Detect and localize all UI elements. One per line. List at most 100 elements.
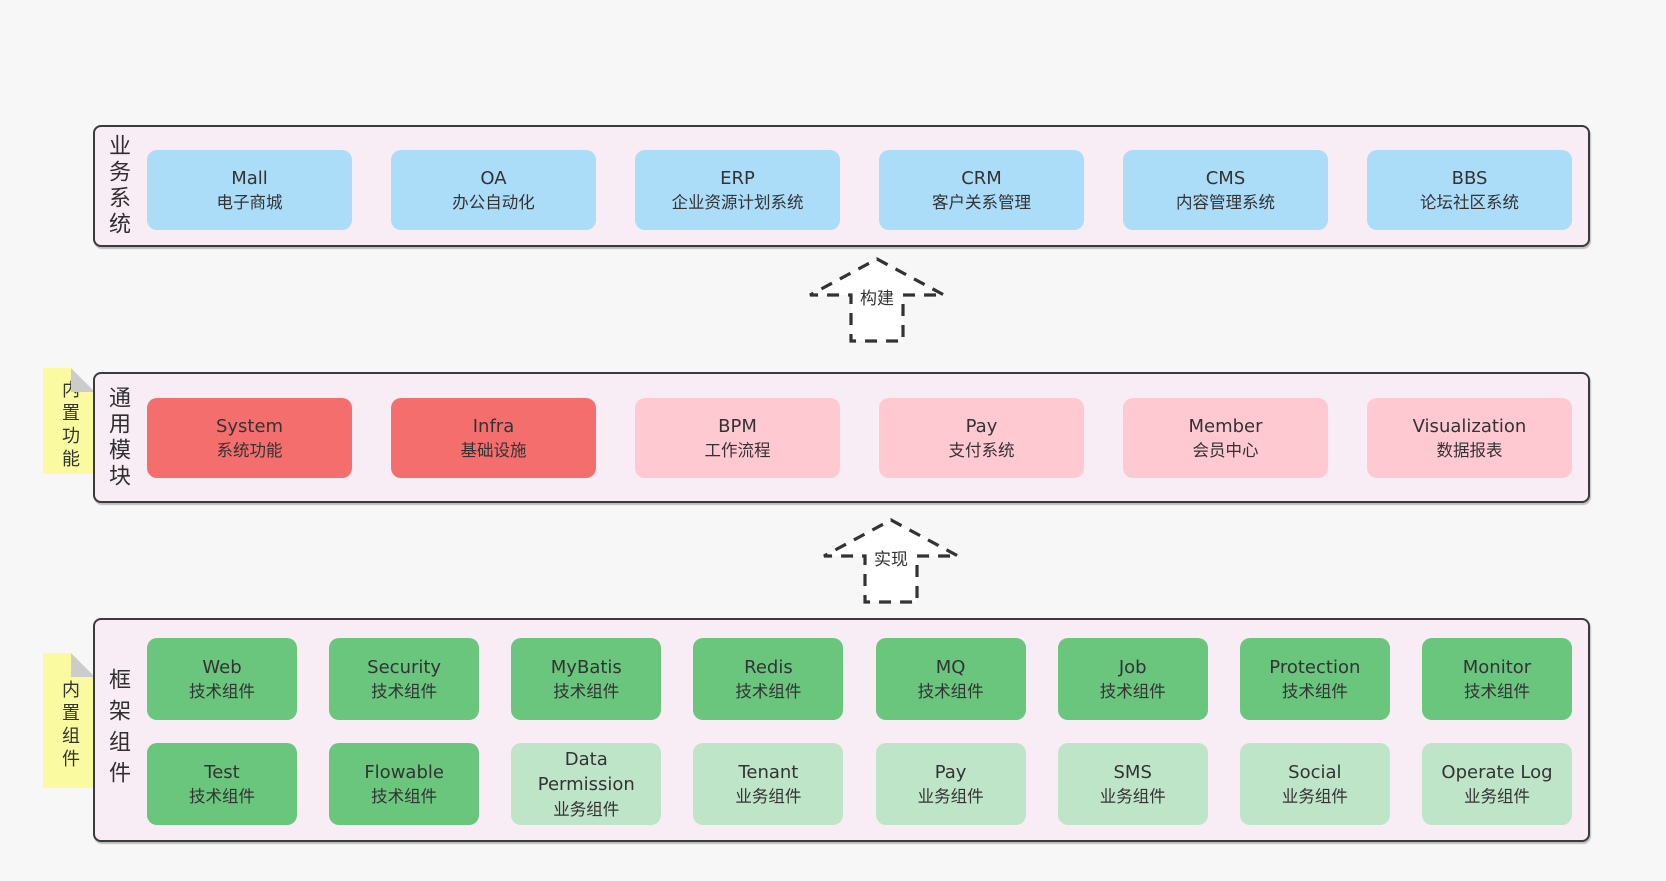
box-desc: 技术组件 bbox=[917, 682, 984, 702]
box-name: Tenant bbox=[738, 761, 799, 783]
build-arrow-label: 构建 bbox=[857, 283, 897, 310]
box-visualization: Visualization 数据报表 bbox=[1367, 398, 1572, 478]
box-redis: Redis 技术组件 bbox=[693, 638, 844, 720]
box-desc: 技术组件 bbox=[1281, 682, 1348, 702]
box-name: System bbox=[215, 415, 284, 437]
box-desc: 业务组件 bbox=[553, 799, 620, 819]
box-cms: CMS 内容管理系统 bbox=[1123, 150, 1328, 230]
box-desc: 技术组件 bbox=[371, 682, 438, 702]
box-name: Operate Log bbox=[1441, 761, 1553, 783]
box-operate-log: Operate Log 业务组件 bbox=[1421, 743, 1572, 825]
box-desc: 技术组件 bbox=[1463, 682, 1530, 702]
box-social: Social 业务组件 bbox=[1239, 743, 1390, 825]
box-name: Test bbox=[204, 761, 240, 783]
tab-label: 内置组件 bbox=[59, 679, 80, 772]
box-desc: 数据报表 bbox=[1436, 441, 1503, 461]
box-name: Job bbox=[1118, 656, 1147, 678]
framework-row-1: Web 技术组件 Security 技术组件 MyBatis 技术组件 Redi… bbox=[147, 638, 1572, 720]
implement-arrow: 实现 bbox=[821, 517, 961, 605]
box-desc: 技术组件 bbox=[735, 682, 802, 702]
box-name: BBS bbox=[1451, 167, 1488, 189]
box-desc: 技术组件 bbox=[553, 682, 620, 702]
box-desc: 技术组件 bbox=[189, 682, 255, 702]
box-test: Test 技术组件 bbox=[147, 743, 297, 825]
box-desc: 业务组件 bbox=[1281, 787, 1348, 807]
box-name: Monitor bbox=[1462, 656, 1532, 678]
box-desc: 企业资源计划系统 bbox=[671, 193, 804, 213]
box-desc: 业务组件 bbox=[1099, 787, 1166, 807]
box-name: Security bbox=[367, 656, 442, 678]
box-web: Web 技术组件 bbox=[147, 638, 297, 720]
box-name: Redis bbox=[744, 656, 793, 678]
box-security: Security 技术组件 bbox=[329, 638, 480, 720]
section-common-modules: 通用模块 System 系统功能 Infra 基础设施 BPM 工作流程 Pay… bbox=[93, 372, 1590, 503]
box-member: Member 会员中心 bbox=[1123, 398, 1328, 478]
box-desc: 支付系统 bbox=[948, 441, 1015, 461]
box-pay-module: Pay 支付系统 bbox=[879, 398, 1084, 478]
box-name: BPM bbox=[718, 415, 757, 437]
box-name: CMS bbox=[1205, 167, 1246, 189]
box-desc: 办公自动化 bbox=[452, 193, 535, 213]
box-name: ERP bbox=[720, 167, 755, 189]
tab-built-in-features: 内置功能 bbox=[43, 368, 95, 474]
framework-section-label: 框架组件 bbox=[105, 668, 130, 792]
tab-label: 内置功能 bbox=[59, 380, 80, 472]
box-sms: SMS 业务组件 bbox=[1057, 743, 1208, 825]
box-desc: 电子商城 bbox=[216, 193, 283, 213]
box-name: Member bbox=[1188, 415, 1263, 437]
box-name: Flowable bbox=[364, 761, 444, 783]
box-bbs: BBS 论坛社区系统 bbox=[1367, 150, 1572, 230]
box-desc: 内容管理系统 bbox=[1176, 193, 1275, 213]
box-name: Social bbox=[1288, 761, 1342, 783]
box-name: Pay bbox=[965, 415, 998, 437]
box-desc: 客户关系管理 bbox=[932, 193, 1031, 213]
box-name: Data Permission bbox=[537, 748, 635, 796]
modules-row: System 系统功能 Infra 基础设施 BPM 工作流程 Pay 支付系统… bbox=[147, 398, 1572, 478]
box-name: MyBatis bbox=[550, 656, 622, 678]
box-name: Infra bbox=[472, 415, 515, 437]
box-system: System 系统功能 bbox=[147, 398, 352, 478]
box-crm: CRM 客户关系管理 bbox=[879, 150, 1084, 230]
implement-arrow-label: 实现 bbox=[871, 544, 911, 571]
box-data-permission: Data Permission 业务组件 bbox=[511, 743, 662, 825]
box-name: SMS bbox=[1113, 761, 1152, 783]
box-name: Web bbox=[202, 656, 242, 678]
box-name: Pay bbox=[934, 761, 967, 783]
tab-built-in-components: 内置组件 bbox=[43, 653, 95, 788]
box-desc: 基础设施 bbox=[460, 441, 527, 461]
business-row: Mall 电子商城 OA 办公自动化 ERP 企业资源计划系统 CRM 客户关系… bbox=[147, 150, 1572, 230]
box-mall: Mall 电子商城 bbox=[147, 150, 352, 230]
modules-section-label: 通用模块 bbox=[105, 385, 130, 490]
box-desc: 会员中心 bbox=[1192, 441, 1259, 461]
box-name: CRM bbox=[961, 167, 1002, 189]
box-mq: MQ 技术组件 bbox=[875, 638, 1026, 720]
box-desc: 业务组件 bbox=[735, 787, 802, 807]
box-erp: ERP 企业资源计划系统 bbox=[635, 150, 840, 230]
folded-corner-icon bbox=[71, 653, 95, 677]
box-desc: 技术组件 bbox=[371, 787, 438, 807]
box-desc: 系统功能 bbox=[216, 441, 283, 461]
framework-row-2: Test 技术组件 Flowable 技术组件 Data Permission … bbox=[147, 743, 1572, 825]
business-section-label: 业务系统 bbox=[105, 134, 130, 238]
box-name: Protection bbox=[1269, 656, 1361, 678]
box-infra: Infra 基础设施 bbox=[391, 398, 596, 478]
box-desc: 业务组件 bbox=[1463, 787, 1530, 807]
box-desc: 论坛社区系统 bbox=[1420, 193, 1519, 213]
box-job: Job 技术组件 bbox=[1057, 638, 1208, 720]
folded-corner-icon bbox=[71, 368, 95, 392]
box-desc: 工作流程 bbox=[704, 441, 771, 461]
box-flowable: Flowable 技术组件 bbox=[329, 743, 480, 825]
box-name: OA bbox=[480, 167, 507, 189]
box-desc: 业务组件 bbox=[917, 787, 984, 807]
box-mybatis: MyBatis 技术组件 bbox=[511, 638, 662, 720]
box-bpm: BPM 工作流程 bbox=[635, 398, 840, 478]
box-name: Mall bbox=[231, 167, 268, 189]
box-name: MQ bbox=[935, 656, 966, 678]
box-oa: OA 办公自动化 bbox=[391, 150, 596, 230]
box-desc: 技术组件 bbox=[1099, 682, 1166, 702]
box-monitor: Monitor 技术组件 bbox=[1421, 638, 1572, 720]
box-name: Visualization bbox=[1412, 415, 1527, 437]
box-protection: Protection 技术组件 bbox=[1239, 638, 1390, 720]
section-business-systems: 业务系统 Mall 电子商城 OA 办公自动化 ERP 企业资源计划系统 CRM… bbox=[93, 125, 1590, 247]
box-pay-component: Pay 业务组件 bbox=[875, 743, 1026, 825]
